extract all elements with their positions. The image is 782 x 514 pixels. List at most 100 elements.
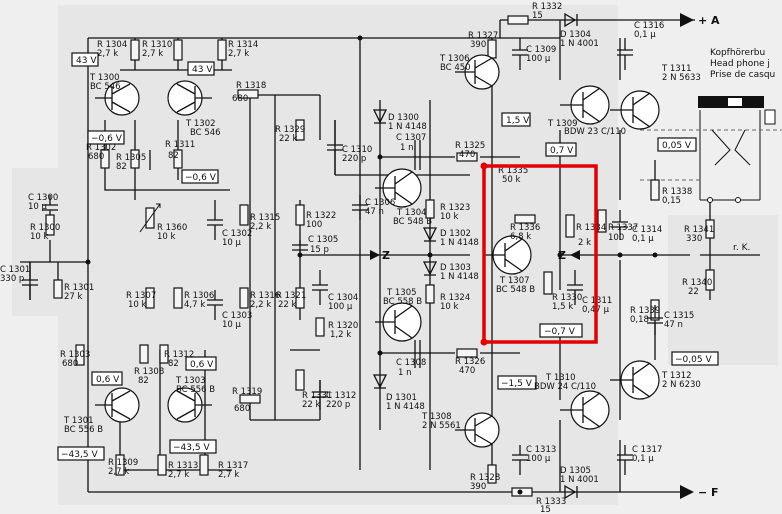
resistor-r1302 [100, 149, 110, 169]
svg-text:0,6 V: 0,6 V [190, 360, 214, 370]
transistor-t1300 [95, 80, 140, 116]
component-label: C 1309 [526, 45, 556, 55]
capacitor-c1302 [207, 200, 223, 240]
component-value: 0,15 [662, 196, 681, 206]
capacitor-c1308 [414, 340, 421, 368]
svg-text:−43,5 V: −43,5 V [173, 443, 210, 453]
component-value: 82 [168, 359, 179, 369]
component-label: T 1305 [386, 288, 417, 298]
component-value: 47 n [664, 320, 683, 330]
capacitor-c1300 [42, 195, 58, 215]
capacitor-labels: C 1316 0,1 µ C 1309 100 µ C 1307 1 n C 1… [0, 21, 694, 464]
component-label: R 1337 [608, 223, 638, 233]
resistor-r1316 [239, 287, 249, 309]
component-value: 680 [232, 94, 248, 104]
component-value: 220 p [342, 154, 366, 164]
svg-text:43 V: 43 V [76, 56, 97, 66]
z-left-label: Z [382, 249, 390, 262]
potentiometer-labels: R 1360 10 k [157, 223, 187, 242]
voltage-badge: −43,5 V [57, 446, 105, 461]
resistor-r1303 [75, 344, 85, 366]
svg-text:−0,6 V: −0,6 V [91, 134, 123, 144]
component-label: C 1308 [396, 358, 426, 368]
voltage-badge: 0,6 V [91, 371, 123, 386]
component-value: 15 [540, 505, 551, 514]
diode-d1300 [372, 109, 388, 124]
component-value: 4,7 k [184, 300, 205, 310]
capacitor-c1316 [617, 38, 633, 70]
component-label: R 1338 [662, 187, 692, 197]
resistor-r1318 [237, 89, 259, 99]
diodes [372, 12, 578, 500]
resistor-r1319 [239, 394, 261, 404]
component-label: R 1308 [134, 367, 164, 377]
resistor-r1330 [543, 271, 553, 295]
plus-rail-label: + A [698, 14, 720, 27]
resistor-r1329 [295, 119, 305, 141]
component-label: C 1302 [222, 229, 252, 239]
component-label: R 1305 [116, 153, 146, 163]
voltage-badge: −0,05 V [671, 351, 719, 366]
component-label: T 1303 [175, 376, 206, 386]
component-label: R 1327 [468, 31, 498, 41]
capacitor-c1314 [612, 210, 628, 240]
component-value: 6,8 k [510, 232, 531, 242]
component-label: R 1311 [165, 140, 195, 150]
component-label: D 1300 [388, 113, 419, 123]
component-label: T 1306 [439, 54, 470, 64]
resistor-r1337 [597, 209, 607, 233]
component-value: BC 548 B [393, 217, 432, 227]
transistor-t1307 [485, 235, 532, 275]
voltage-badge: −0,7 V [539, 323, 583, 338]
component-value: 2,2 k [250, 222, 271, 232]
voltage-badge: −0,6 V [87, 130, 125, 145]
diode-d1304 [564, 12, 578, 28]
voltage-badge: 0,6 V [185, 356, 217, 371]
transistor-t1312 [610, 360, 660, 400]
component-label: R 1307 [126, 291, 156, 301]
junction-dots [85, 35, 658, 495]
component-value: 390 [470, 482, 486, 492]
transistor-t1306 [455, 54, 500, 90]
component-value: BC 546 [190, 128, 221, 138]
capacitor-c1305 [292, 240, 308, 255]
component-value: 1 N 4148 [388, 122, 427, 132]
component-value: 1 N 4148 [386, 402, 425, 412]
component-label: R 1321 [276, 291, 306, 301]
component-value: 2,7 k [228, 49, 249, 59]
component-label: T 1300 [89, 73, 120, 83]
component-value: 10 µ [222, 238, 242, 248]
component-value: 22 k [279, 134, 298, 144]
capacitor-c1303 [207, 290, 223, 320]
headphone-jack [698, 96, 776, 203]
component-value: 10 k [440, 302, 459, 312]
resistor-r1305 [130, 149, 140, 169]
component-value: 220 p [326, 400, 350, 410]
voltage-badge: 0,7 V [545, 142, 577, 157]
resistor-r1336 [514, 214, 536, 224]
component-label: R 1325 [455, 141, 485, 151]
capacitors [22, 38, 663, 475]
component-value: 10 k [128, 300, 147, 310]
component-label: R 1332 [532, 2, 562, 12]
headphone-labels: Kopfhörerbu Head phone j Prise de casqu … [710, 48, 775, 253]
component-label: R 1317 [218, 461, 248, 471]
component-label: R 1313 [168, 461, 198, 471]
z-right-label: Z [558, 249, 566, 262]
svg-text:−0,7 V: −0,7 V [544, 327, 576, 337]
voltage-badge: −43,5 V [169, 439, 217, 454]
capacitor-c1307 [414, 140, 421, 170]
component-value: 1 N 4001 [560, 39, 599, 49]
resistor-r1308 [139, 344, 149, 364]
component-label: R 1329 [275, 125, 305, 135]
diode-labels: D 1304 1 N 4001 D 1300 1 N 4148 D 1302 1… [386, 30, 599, 485]
capacitor-c1311 [567, 270, 583, 305]
component-value: BC 556 B [64, 425, 103, 435]
transistor-t1303 [167, 387, 212, 423]
resistor-r1311 [173, 149, 183, 169]
component-value: 22 k [278, 300, 297, 310]
component-value: 470 [459, 150, 475, 160]
component-value: 2,7 k [108, 467, 129, 477]
svg-text:43 V: 43 V [192, 65, 213, 75]
component-label: R 1334 [576, 223, 606, 233]
